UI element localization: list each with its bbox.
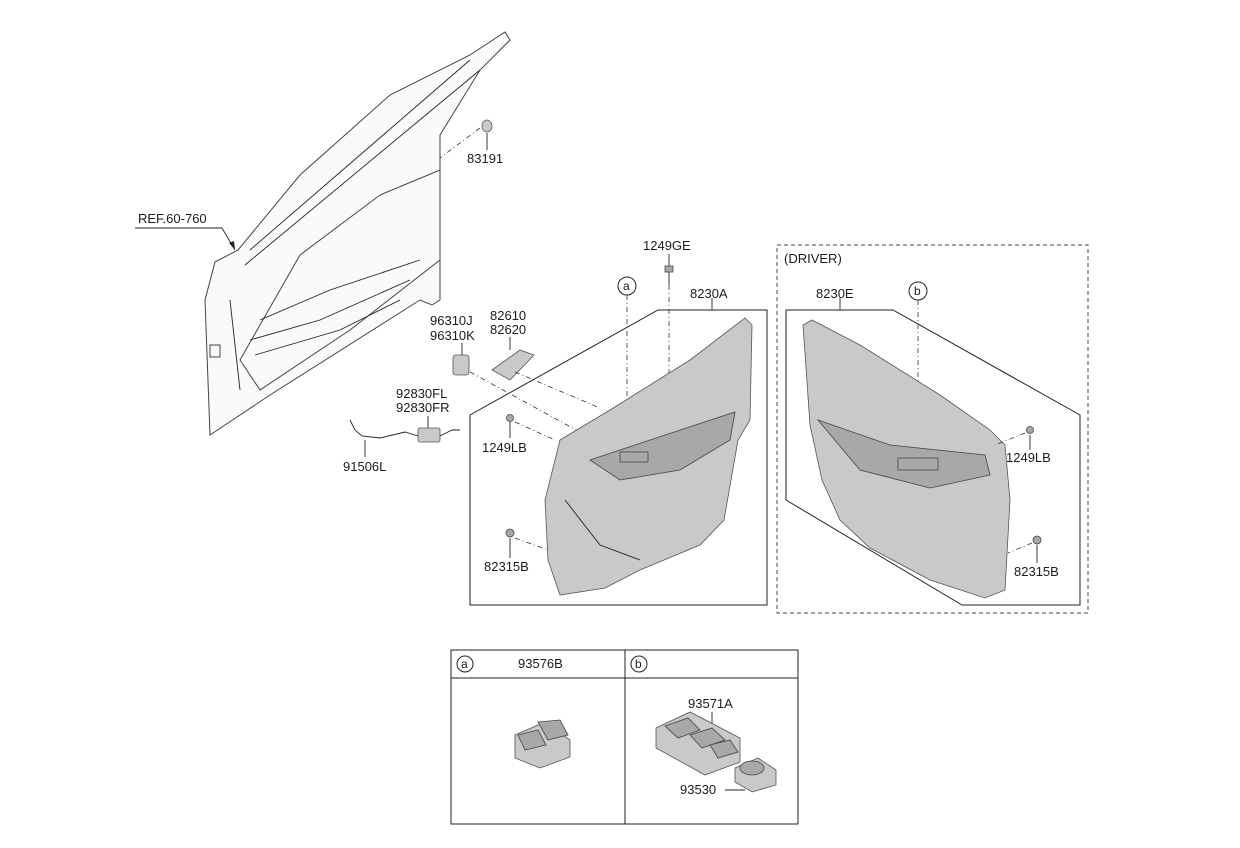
plug-83191-icon (481, 119, 493, 133)
label-82610: 82610 (490, 308, 526, 323)
label-1249lb-b: 1249LB (1006, 450, 1051, 465)
label-96310j: 96310J (430, 313, 473, 328)
mirror-switch-93530-icon (734, 757, 777, 793)
table-callout-a (456, 655, 474, 673)
courtesy-lamp-92830-icon (417, 427, 441, 443)
label-1249lb-a: 1249LB (482, 440, 527, 455)
door-frame-illustration (204, 31, 511, 436)
label-93576b: 93576B (518, 656, 563, 671)
label-1249ge: 1249GE (643, 238, 691, 253)
clip-1249lb-a-icon (506, 414, 514, 422)
wiring-harness-91506l-icon (349, 419, 419, 439)
label-8230a: 8230A (690, 286, 728, 301)
table-callout-b (630, 655, 648, 673)
driver-group-box (776, 244, 1089, 614)
clip-1249lb-b-icon (1026, 426, 1034, 434)
callout-b-text: b (914, 284, 921, 298)
trim-panel-group-8230e (785, 309, 1081, 606)
callout-a-text: a (623, 279, 630, 293)
label-82620: 82620 (490, 322, 526, 337)
switch-slot-b (897, 457, 939, 471)
switch-table (450, 649, 799, 825)
label-83191: 83191 (467, 151, 503, 166)
table-callout-b-text: b (635, 657, 642, 671)
label-82315b-b: 82315B (1014, 564, 1059, 579)
label-92830fl: 92830FL (396, 386, 447, 401)
clip-82315b-b-icon (1032, 535, 1042, 545)
label-8230e: 8230E (816, 286, 854, 301)
label-92830fr: 92830FR (396, 400, 449, 415)
label-93530: 93530 (680, 782, 716, 797)
inside-handle-82610-icon (491, 349, 535, 381)
label-93571a: 93571A (688, 696, 733, 711)
ref-label: REF.60-760 (138, 211, 207, 226)
armrest-shading-a (589, 411, 736, 481)
table-callout-a-text: a (461, 657, 468, 671)
clip-82315b-a-icon (505, 528, 515, 538)
screw-1249ge-icon (664, 265, 674, 273)
armrest-shading-b (816, 419, 991, 489)
speaker-96310-icon (452, 354, 470, 376)
label-82315b-a: 82315B (484, 559, 529, 574)
window-switch-93571a-icon (655, 711, 741, 776)
switch-slot-a (619, 451, 649, 463)
label-96310k: 96310K (430, 328, 475, 343)
window-switch-93576b-icon (514, 719, 571, 769)
label-91506l: 91506L (343, 459, 386, 474)
driver-label: (DRIVER) (784, 251, 842, 266)
